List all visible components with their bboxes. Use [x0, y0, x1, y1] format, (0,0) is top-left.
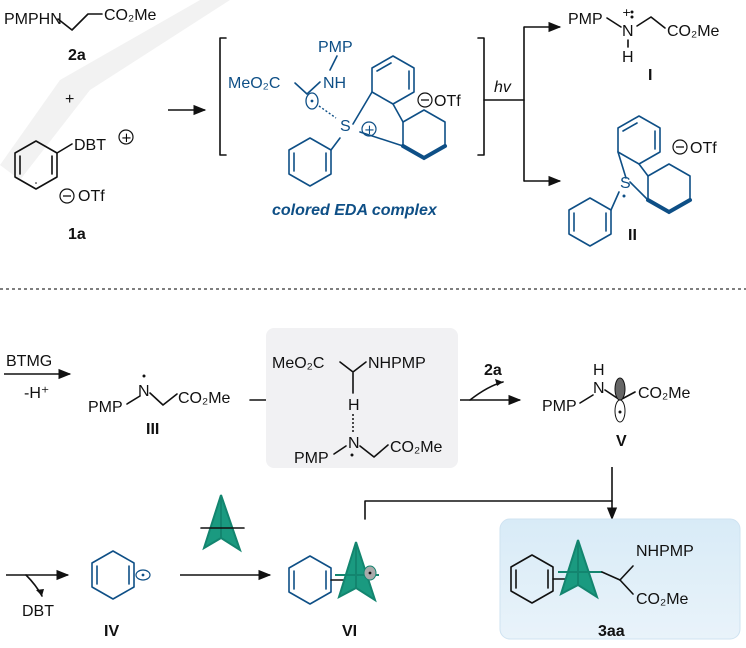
compound-label-1a: 1a: [68, 226, 86, 243]
compound-label-VI: VI: [342, 623, 357, 640]
IV-release: DBT: [22, 603, 54, 620]
eda-otf: OTf: [434, 93, 461, 110]
eda-pmp: PMP: [318, 39, 353, 56]
I-h: H: [622, 49, 634, 66]
III-ester: CO₂Me: [178, 390, 231, 407]
eda-sulfur: S: [340, 118, 351, 135]
svg-text:+: +: [364, 123, 375, 138]
intermediate-II: S OTf II: [568, 115, 717, 247]
II-sulfur: S: [620, 175, 631, 192]
V-ester: CO₂Me: [638, 385, 691, 402]
eda-caption: colored EDA complex: [272, 202, 438, 219]
compound-label-3aa: 3aa: [598, 623, 625, 640]
product-nhpmp: NHPMP: [636, 543, 694, 560]
compound-label-III: III: [146, 421, 159, 438]
reactant-2a: PMPHN CO₂Me 2a: [4, 7, 157, 64]
eda-complex: PMP MeO₂C NH S + OTf colored EDA complex: [228, 39, 461, 219]
svg-text:+: +: [622, 6, 631, 19]
intermediate-IV: DBT IV: [6, 550, 151, 640]
intermediate-I: PMP N + H CO₂Me I: [568, 6, 720, 84]
propellane-reagent: [200, 494, 245, 553]
salt-dbt: DBT: [74, 137, 106, 154]
I-ester: CO₂Me: [667, 23, 720, 40]
V-release: 2a: [484, 362, 502, 379]
hat-transition-state: [266, 328, 458, 468]
compound-label-IV: IV: [104, 623, 119, 640]
III-n: N: [138, 383, 150, 400]
salt-otf: OTf: [78, 188, 105, 205]
svg-text:+: +: [121, 131, 132, 146]
compound-label-V: V: [616, 433, 627, 450]
eda-ester: MeO₂C: [228, 75, 280, 92]
amine-formula: PMPHN: [4, 11, 62, 28]
reactant-1a: DBT + OTf 1a: [14, 129, 134, 243]
intermediate-VI: VI: [288, 541, 379, 640]
watermark-band: [0, 0, 230, 180]
hat-ester-top: MeO₂C: [272, 355, 324, 372]
hat-pmp: PMP: [294, 450, 329, 467]
compound-label-I: I: [648, 67, 652, 84]
intermediate-V: PMP N H CO₂Me V: [542, 362, 691, 450]
II-otf: OTf: [690, 140, 717, 157]
plus-sign: +: [65, 91, 74, 108]
hat-complex: MeO₂C NHPMP H N PMP CO₂Me: [272, 355, 443, 467]
V-n: N: [593, 380, 605, 397]
V-pmp: PMP: [542, 398, 577, 415]
I-pmp: PMP: [568, 11, 603, 28]
product-3aa: NHPMP CO₂Me 3aa: [510, 539, 694, 640]
III-reagent: BTMG: [6, 353, 52, 370]
hat-h: H: [348, 397, 360, 414]
hat-ester-bottom: CO₂Me: [390, 439, 443, 456]
hat-nhpmp: NHPMP: [368, 355, 426, 372]
compound-label-II: II: [628, 227, 637, 244]
compound-label-2a: 2a: [68, 47, 86, 64]
amine-ester: CO₂Me: [104, 7, 157, 24]
product-ester: CO₂Me: [636, 591, 689, 608]
light-label: hv: [494, 79, 512, 96]
V-h: H: [593, 362, 605, 379]
intermediate-III: BTMG -H⁺ PMP N CO₂Me III: [4, 353, 231, 438]
III-pmp: PMP: [88, 399, 123, 416]
I-n: N: [622, 23, 634, 40]
hat-n: N: [348, 435, 360, 452]
III-loss: -H⁺: [24, 385, 49, 402]
eda-nh: NH: [323, 75, 346, 92]
